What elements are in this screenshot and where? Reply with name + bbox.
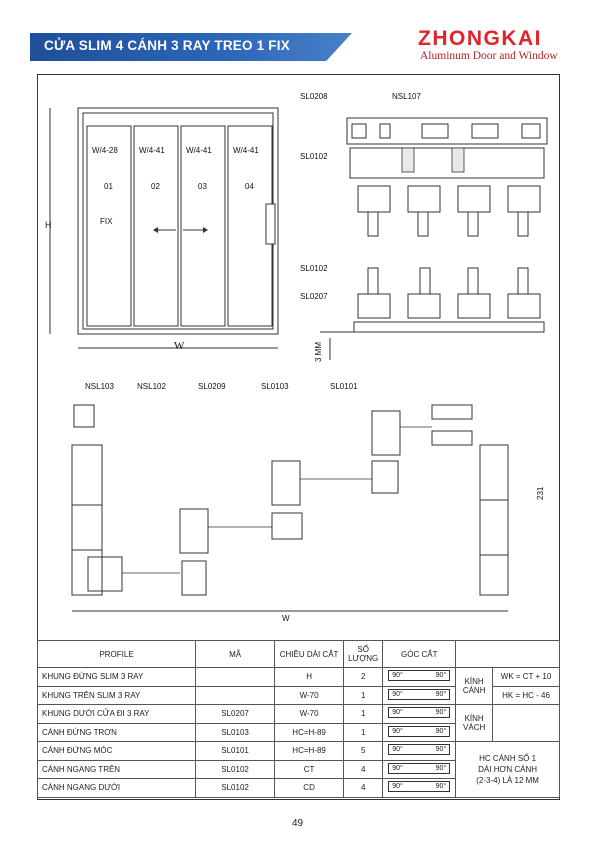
label-p3: SL0209 (198, 382, 226, 391)
panel-4-number: 04 (245, 182, 254, 191)
clearance-dimension: 3 MM (314, 342, 323, 362)
formula-wk: WK = CT + 10 (492, 667, 560, 687)
panel-3-number: 03 (198, 182, 207, 191)
table-row: CÁNH NGANG TRÊN SL0102 CT 4 90°90° (36, 759, 560, 779)
glass-fixed-label: KÍNH VÁCH (455, 704, 494, 742)
page-title: CỬA SLIM 4 CÁNH 3 RAY TREO 1 FIX (44, 38, 290, 53)
angle-marker: 90°90° (388, 762, 451, 774)
header-qty: SỐ LƯỢNG (343, 640, 384, 668)
header-length: CHIỀU DÀI CẮT (274, 640, 345, 668)
header-profile: PROFILE (36, 640, 197, 668)
panel-3-width: W/4-41 (186, 146, 212, 155)
panel-2-width: W/4-41 (139, 146, 165, 155)
height-dimension: 231 (536, 486, 545, 500)
title-banner (30, 33, 352, 61)
table-row: CÁNH NGANG DƯỚI SL0102 CD 4 90°90° (36, 778, 560, 798)
table-row: CÁNH ĐỨNG MÓC SL0101 HC=H-89 5 90°90° HC… (36, 741, 560, 798)
brand-tagline: Aluminum Door and Window (420, 50, 558, 62)
angle-marker: 90°90° (388, 688, 451, 700)
drawing-frame (37, 74, 560, 800)
door-elevation (49, 107, 279, 349)
glass-leaf-label: KÍNH CÁNH (455, 667, 494, 705)
panel-1-width: W/4-28 (92, 146, 118, 155)
table-row: KHUNG ĐỨNG SLIM 3 RAY H 2 90°90° KÍNH CÁ… (36, 667, 560, 705)
table-header: PROFILE MÃ CHIỀU DÀI CẮT SỐ LƯỢNG GÓC CẮ… (36, 640, 560, 668)
label-bottom-frame: SL0207 (300, 292, 328, 301)
width-dimension: W (282, 614, 290, 623)
angle-marker: 90°90° (388, 744, 451, 756)
vertical-section-drawing (320, 117, 548, 360)
panel-4-width: W/4-41 (233, 146, 259, 155)
label-top-frame: SL0208 (300, 92, 328, 101)
label-p4: SL0103 (261, 382, 289, 391)
formula-hk: HK = HC - 46 (492, 685, 560, 705)
angle-marker: 90°90° (388, 670, 451, 682)
brand-logo: ZHONGKAI (418, 27, 542, 50)
panel-1-note: FIX (100, 217, 113, 226)
header-angle: GÓC CẮT (382, 640, 457, 668)
angle-marker: 90°90° (388, 781, 451, 793)
panel-1-number: 01 (104, 182, 113, 191)
width-label: W (174, 340, 185, 352)
label-cover: NSL107 (392, 92, 421, 101)
label-p1: NSL103 (85, 382, 114, 391)
page-number: 49 (292, 818, 304, 829)
horizontal-section-drawing (71, 404, 509, 612)
header-empty (455, 640, 560, 668)
label-p2: NSL102 (137, 382, 166, 391)
angle-marker: 90°90° (388, 707, 451, 719)
label-p5: SL0101 (330, 382, 358, 391)
height-label: H (45, 220, 52, 230)
label-rail-top: SL0102 (300, 152, 328, 161)
header-code: MÃ (195, 640, 276, 668)
table-row: KHUNG DƯỚI CỬA ĐI 3 RAY SL0207 W-70 1 90… (36, 704, 560, 742)
table-row: CÁNH ĐỨNG TRƠN SL0103 HC=H-89 1 90°90° (36, 722, 560, 742)
cutting-table: PROFILE MÃ CHIỀU DÀI CẮT SỐ LƯỢNG GÓC CẮ… (36, 640, 560, 798)
length-note: HC CÁNH SỐ 1 DÀI HƠN CÁNH (2-3-4) LÀ 12 … (455, 741, 560, 798)
panel-2-number: 02 (151, 182, 160, 191)
label-rail-bottom: SL0102 (300, 264, 328, 273)
angle-marker: 90°90° (388, 725, 451, 737)
